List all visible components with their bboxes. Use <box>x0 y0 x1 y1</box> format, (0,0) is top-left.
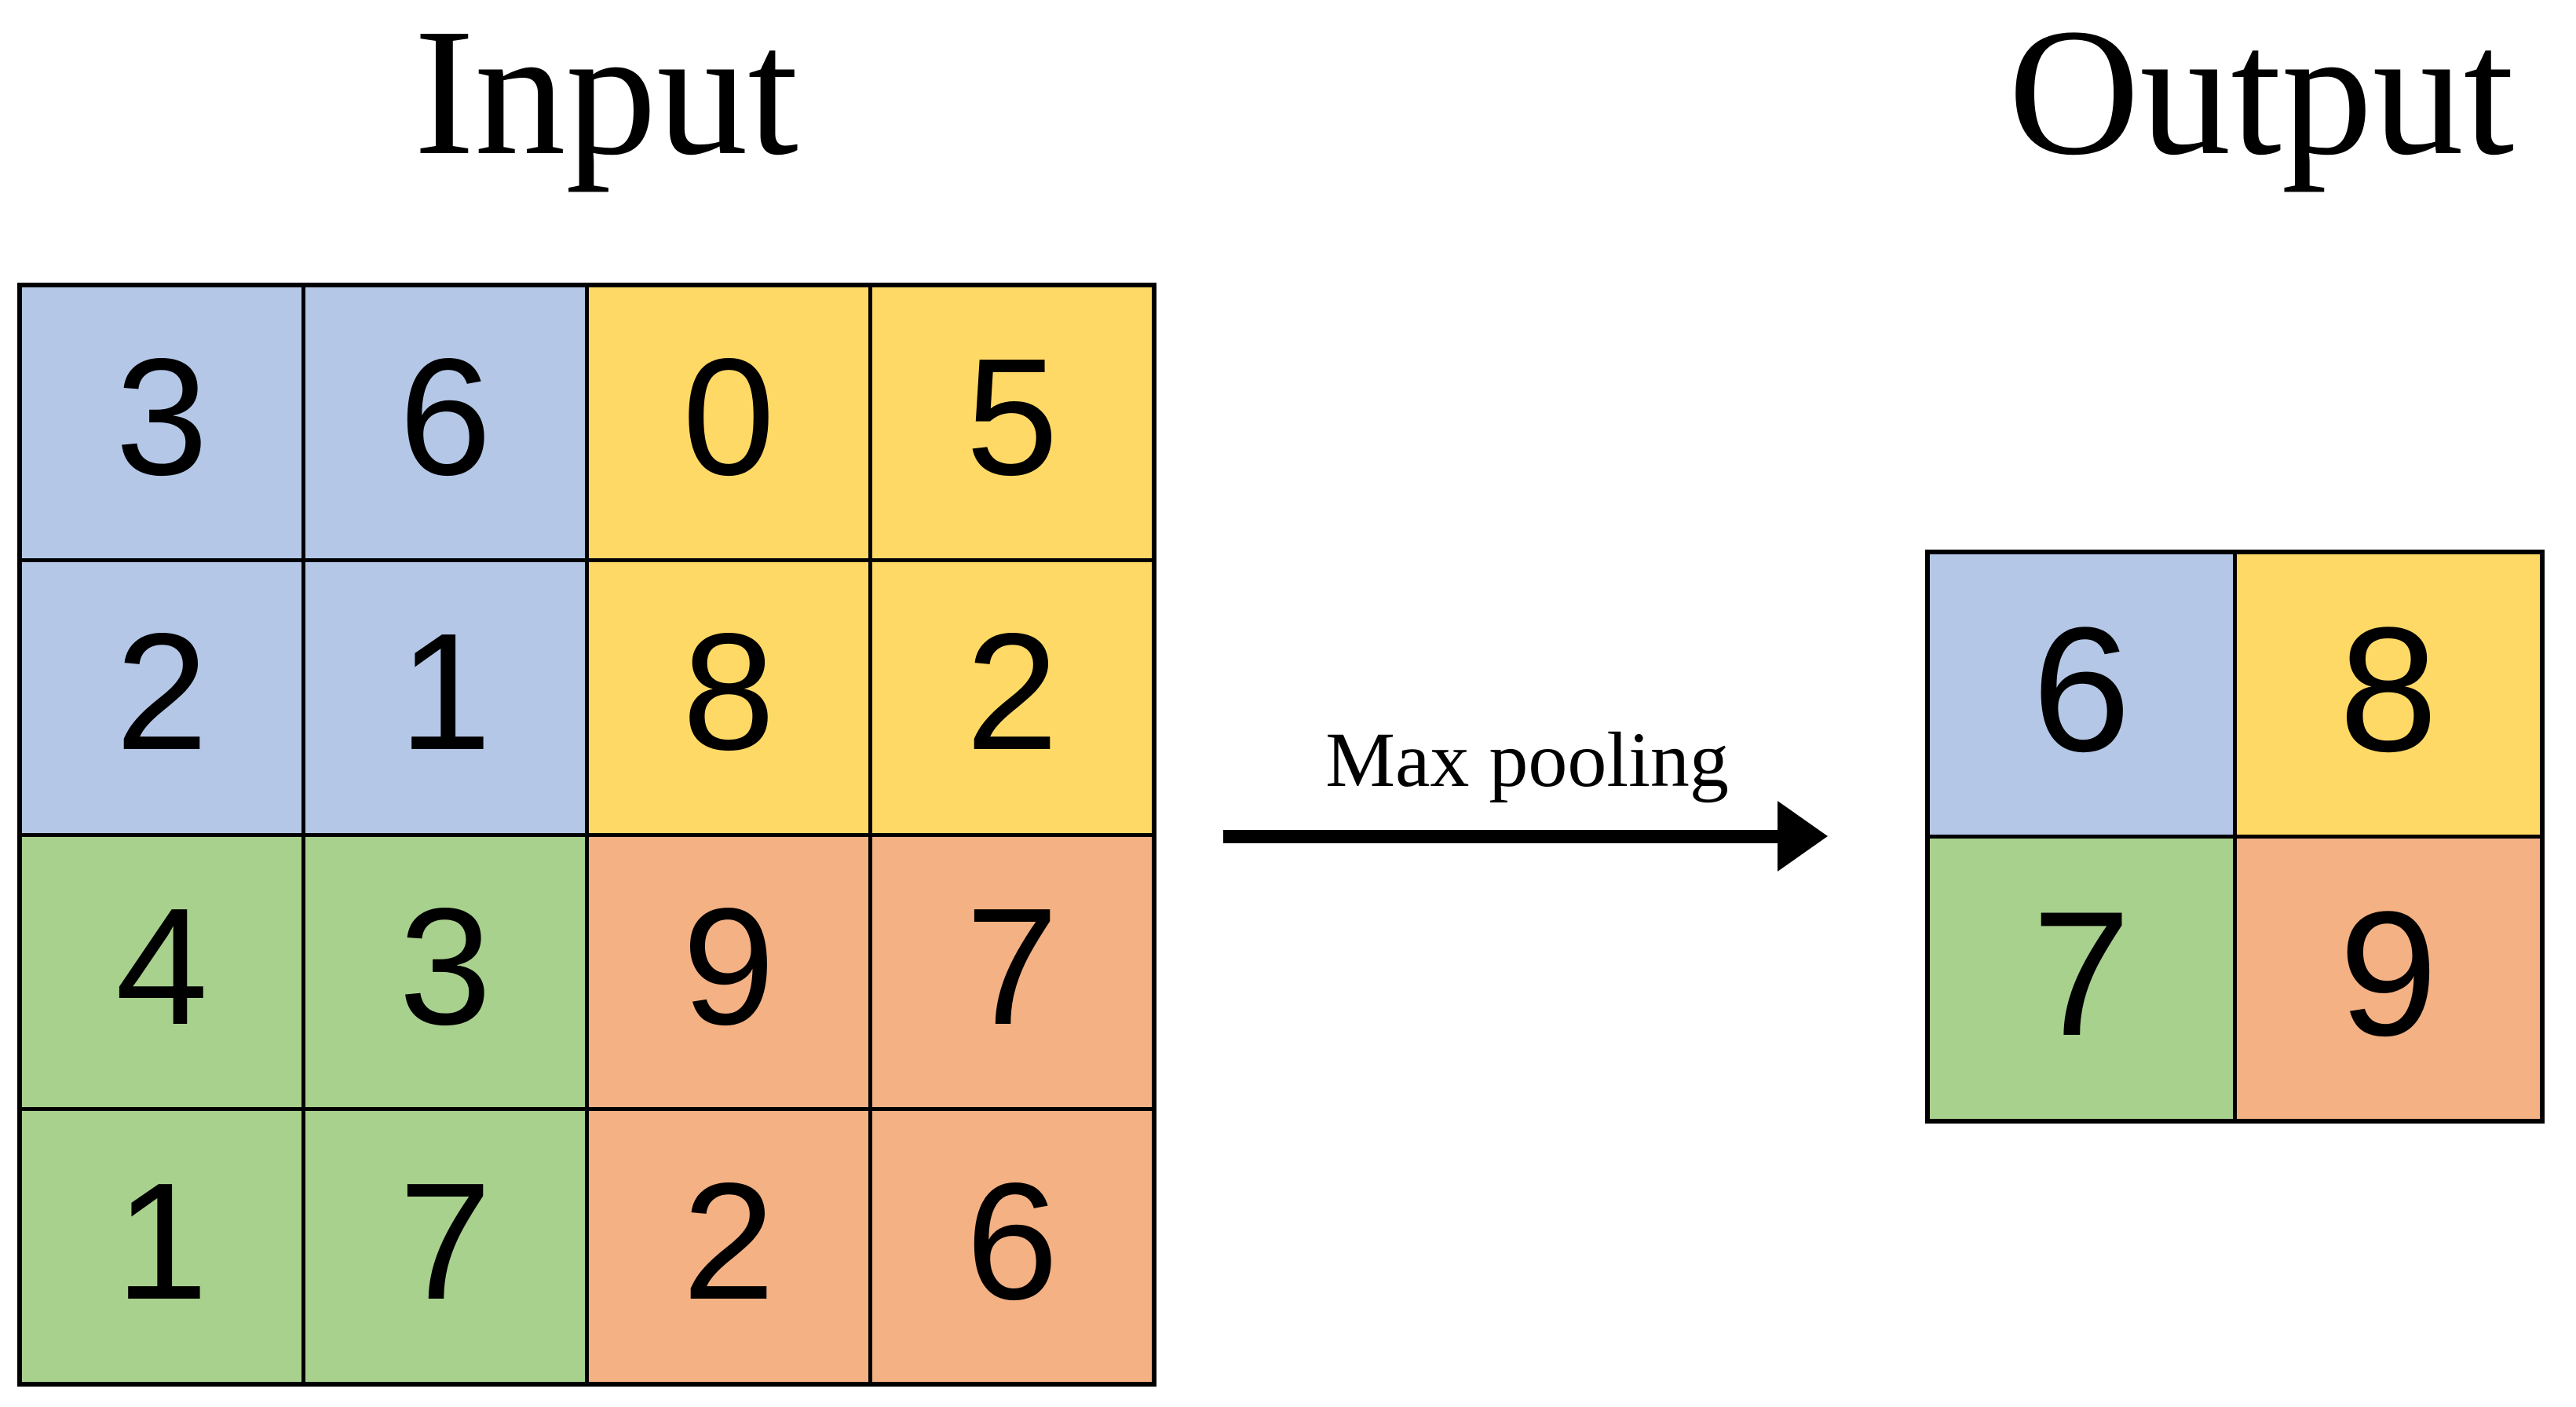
output-cell-r2c2: 9 <box>2237 839 2540 1119</box>
output-cell-r1c1: 6 <box>1930 554 2233 835</box>
input-cell-r3c4: 7 <box>872 836 1152 1108</box>
input-title: Input <box>414 0 798 193</box>
input-cell-r1c2: 6 <box>305 287 585 558</box>
input-cell-r3c2: 3 <box>305 836 585 1108</box>
input-cell-r2c4: 2 <box>872 561 1152 833</box>
input-cell-r4c1: 1 <box>22 1111 301 1382</box>
output-grid: 6 8 7 9 <box>1925 550 2545 1124</box>
output-cell-r2c1: 7 <box>1930 839 2233 1119</box>
input-cell-r4c4: 6 <box>872 1111 1152 1382</box>
input-cell-r3c3: 9 <box>589 836 868 1108</box>
right-arrow-icon <box>1223 830 1782 843</box>
output-title: Output <box>2008 0 2515 193</box>
input-cell-r2c2: 1 <box>305 561 585 833</box>
input-cell-r1c4: 5 <box>872 287 1152 558</box>
output-cell-r1c2: 8 <box>2237 554 2540 835</box>
input-cell-r2c1: 2 <box>22 561 301 833</box>
input-cell-r2c3: 8 <box>589 561 868 833</box>
max-pooling-label: Max pooling <box>1325 716 1729 803</box>
input-cell-r3c1: 4 <box>22 836 301 1108</box>
input-cell-r1c1: 3 <box>22 287 301 558</box>
input-cell-r4c3: 2 <box>589 1111 868 1382</box>
right-arrow-head-icon <box>1778 801 1828 872</box>
input-cell-r4c2: 7 <box>305 1111 585 1382</box>
input-grid: 3 6 0 5 2 1 8 2 4 3 9 7 1 7 2 6 <box>17 283 1156 1387</box>
input-cell-r1c3: 0 <box>589 287 868 558</box>
